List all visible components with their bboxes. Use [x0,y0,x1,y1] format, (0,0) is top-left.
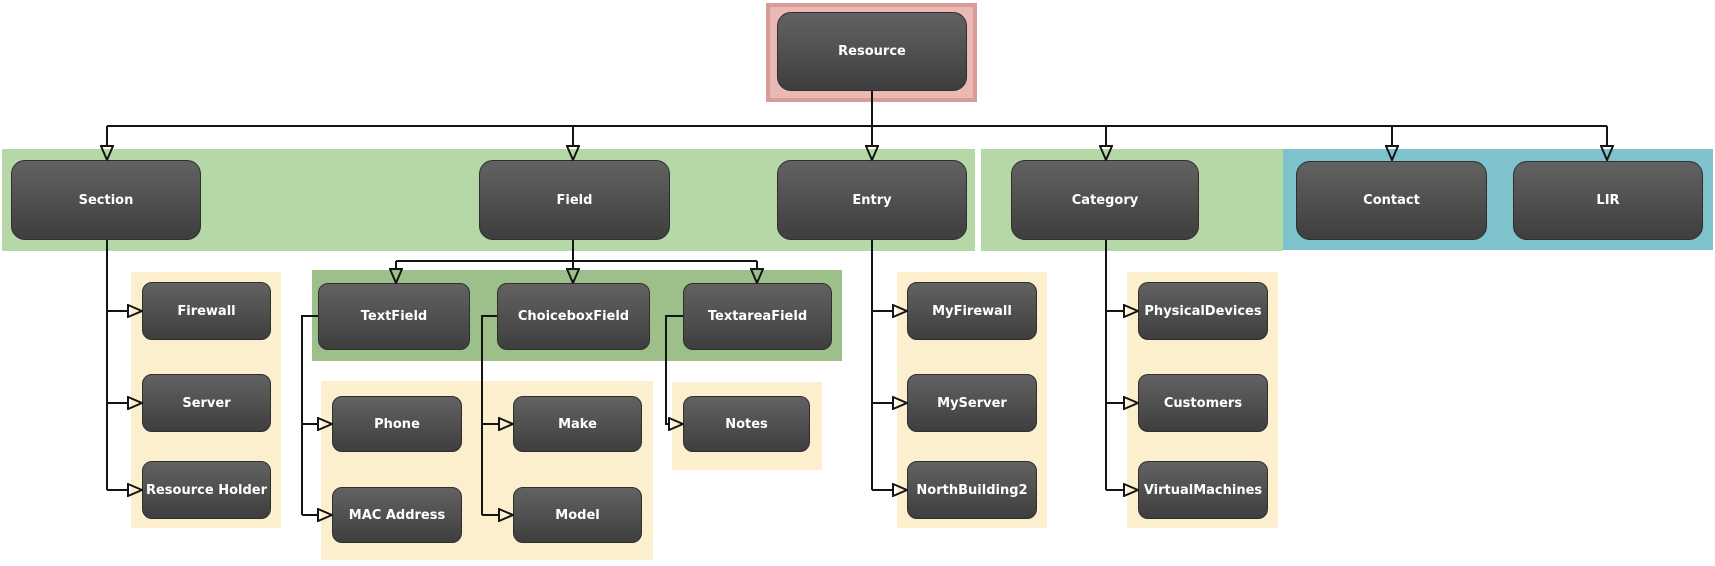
node-customers: Customers [1138,374,1268,432]
node-mac-address: MAC Address [332,487,462,543]
node-resource-holder: Resource Holder [142,461,271,519]
node-category: Category [1011,160,1199,240]
node-physicaldevices: PhysicalDevices [1138,282,1268,340]
edges-entry-children [871,240,893,490]
node-field: Field [479,160,670,240]
node-firewall: Firewall [142,282,271,340]
edges-section-children [106,240,128,490]
node-notes: Notes [683,396,810,452]
node-textareafield: TextareaField [683,283,832,350]
node-phone: Phone [332,396,462,452]
node-virtualmachines: VirtualMachines [1138,461,1268,519]
node-section: Section [11,160,201,240]
node-myfirewall: MyFirewall [907,282,1037,340]
node-myserver: MyServer [907,374,1037,432]
node-make: Make [513,396,642,452]
node-model: Model [513,487,642,543]
node-server: Server [142,374,271,432]
node-northbuilding2: NorthBuilding2 [907,461,1037,519]
node-contact: Contact [1296,161,1487,240]
node-choiceboxfield: ChoiceboxField [497,283,650,350]
node-lir: LIR [1513,161,1703,240]
node-textfield: TextField [318,283,470,350]
node-resource: Resource [777,12,967,91]
node-entry: Entry [777,160,967,240]
edges-category-children [1105,240,1124,490]
